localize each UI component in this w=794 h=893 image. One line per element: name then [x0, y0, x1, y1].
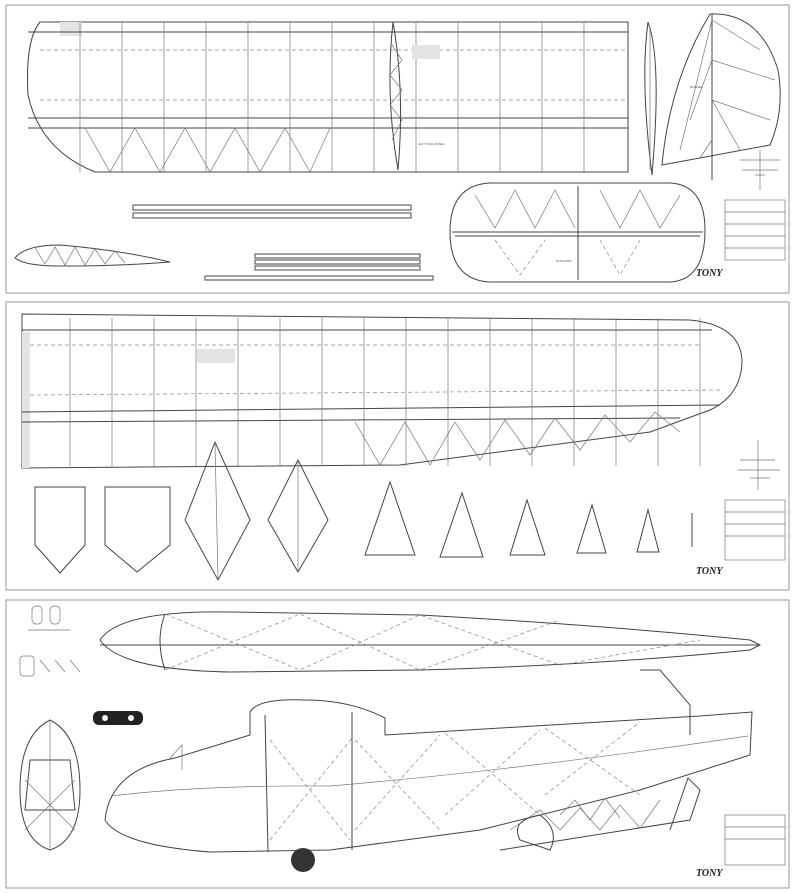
title-block-2	[724, 499, 786, 561]
wing-tip-profile	[644, 21, 657, 176]
title-block-3	[724, 814, 786, 866]
landing-wheel	[291, 848, 315, 872]
logo-text-2: TONY	[696, 566, 723, 577]
strip-wood-parts	[132, 204, 434, 281]
logo-mark-2: TONY	[696, 566, 723, 577]
side-view-small	[738, 440, 780, 490]
svg-text:RUDDER: RUDDER	[690, 85, 704, 89]
front-frame-view	[19, 719, 81, 851]
logo-mark-1: TONY	[696, 268, 723, 279]
sheet-3	[5, 599, 790, 889]
logo-mark-3: TONY	[696, 868, 723, 879]
fuselage-side-view	[104, 669, 753, 872]
gusset-templates	[34, 440, 693, 582]
side-view-thumbnails	[740, 150, 780, 190]
tailplane-plan: ELEVATOR	[449, 182, 706, 283]
rudder-plan: RUDDER	[661, 13, 781, 180]
sheet-1: LEFT WING PANEL RUDDER ELE	[5, 4, 790, 294]
sheet-3-border	[5, 599, 790, 889]
svg-text:LEFT WING PANEL: LEFT WING PANEL	[418, 142, 445, 146]
title-block-1	[724, 199, 786, 261]
fuselage-top-view	[99, 611, 762, 673]
wing-half-plan-right	[21, 313, 743, 469]
wing-rib-profile	[14, 244, 171, 267]
cockpit-detail	[93, 711, 143, 725]
small-detail-parts	[19, 605, 143, 725]
wing-half-plan	[27, 21, 629, 173]
logo-text-1: TONY	[696, 268, 723, 279]
spar-detail: LEFT WING PANEL	[389, 21, 445, 171]
sheet-2-border	[5, 301, 790, 591]
glider-perspective-sketch	[499, 777, 701, 851]
logo-text-3: TONY	[696, 868, 723, 879]
svg-text:ELEVATOR: ELEVATOR	[556, 259, 572, 263]
sheet-2	[5, 301, 790, 591]
